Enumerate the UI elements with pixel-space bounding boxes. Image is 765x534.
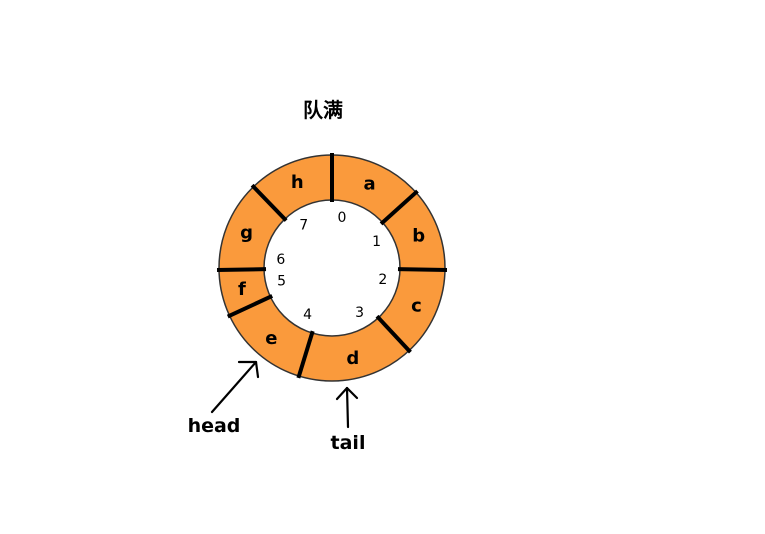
slot-index-7: 7 [299, 217, 308, 233]
slot-index-1: 1 [372, 234, 381, 250]
tail-pointer: tail [331, 386, 366, 454]
slot-divider [296, 330, 315, 379]
slot-index-3: 3 [355, 305, 364, 321]
head-arrow [210, 360, 258, 414]
slot-divider [397, 267, 448, 273]
slot-value-f: f [238, 279, 246, 300]
slot-value-c: c [411, 296, 422, 317]
slot-value-e: e [265, 328, 277, 349]
slot-dividers [216, 153, 448, 379]
slot-labels: a b c d e f g h [238, 172, 425, 369]
slot-index-5: 5 [277, 274, 286, 290]
slot-value-g: g [240, 223, 253, 244]
slot-value-d: d [346, 348, 359, 369]
tail-label: tail [331, 432, 366, 454]
slot-index-0: 0 [337, 210, 346, 226]
slot-index-2: 2 [378, 272, 387, 288]
head-arrowhead [237, 360, 260, 379]
slot-divider [250, 183, 288, 222]
slot-divider [375, 314, 412, 354]
tail-arrow [345, 386, 350, 429]
slot-index-6: 6 [276, 252, 285, 268]
slot-divider [226, 294, 274, 319]
head-label: head [188, 415, 241, 437]
index-labels: 0 1 2 3 4 5 6 7 [276, 210, 387, 323]
head-pointer: head [188, 360, 260, 437]
slot-value-h: h [291, 172, 304, 193]
diagram-title: 队满 [303, 98, 343, 122]
slot-value-a: a [364, 173, 376, 194]
slot-divider [216, 267, 267, 273]
slot-index-4: 4 [303, 307, 312, 323]
slot-value-b: b [412, 226, 425, 247]
slot-divider [379, 189, 419, 226]
tail-arrowhead [335, 386, 359, 401]
